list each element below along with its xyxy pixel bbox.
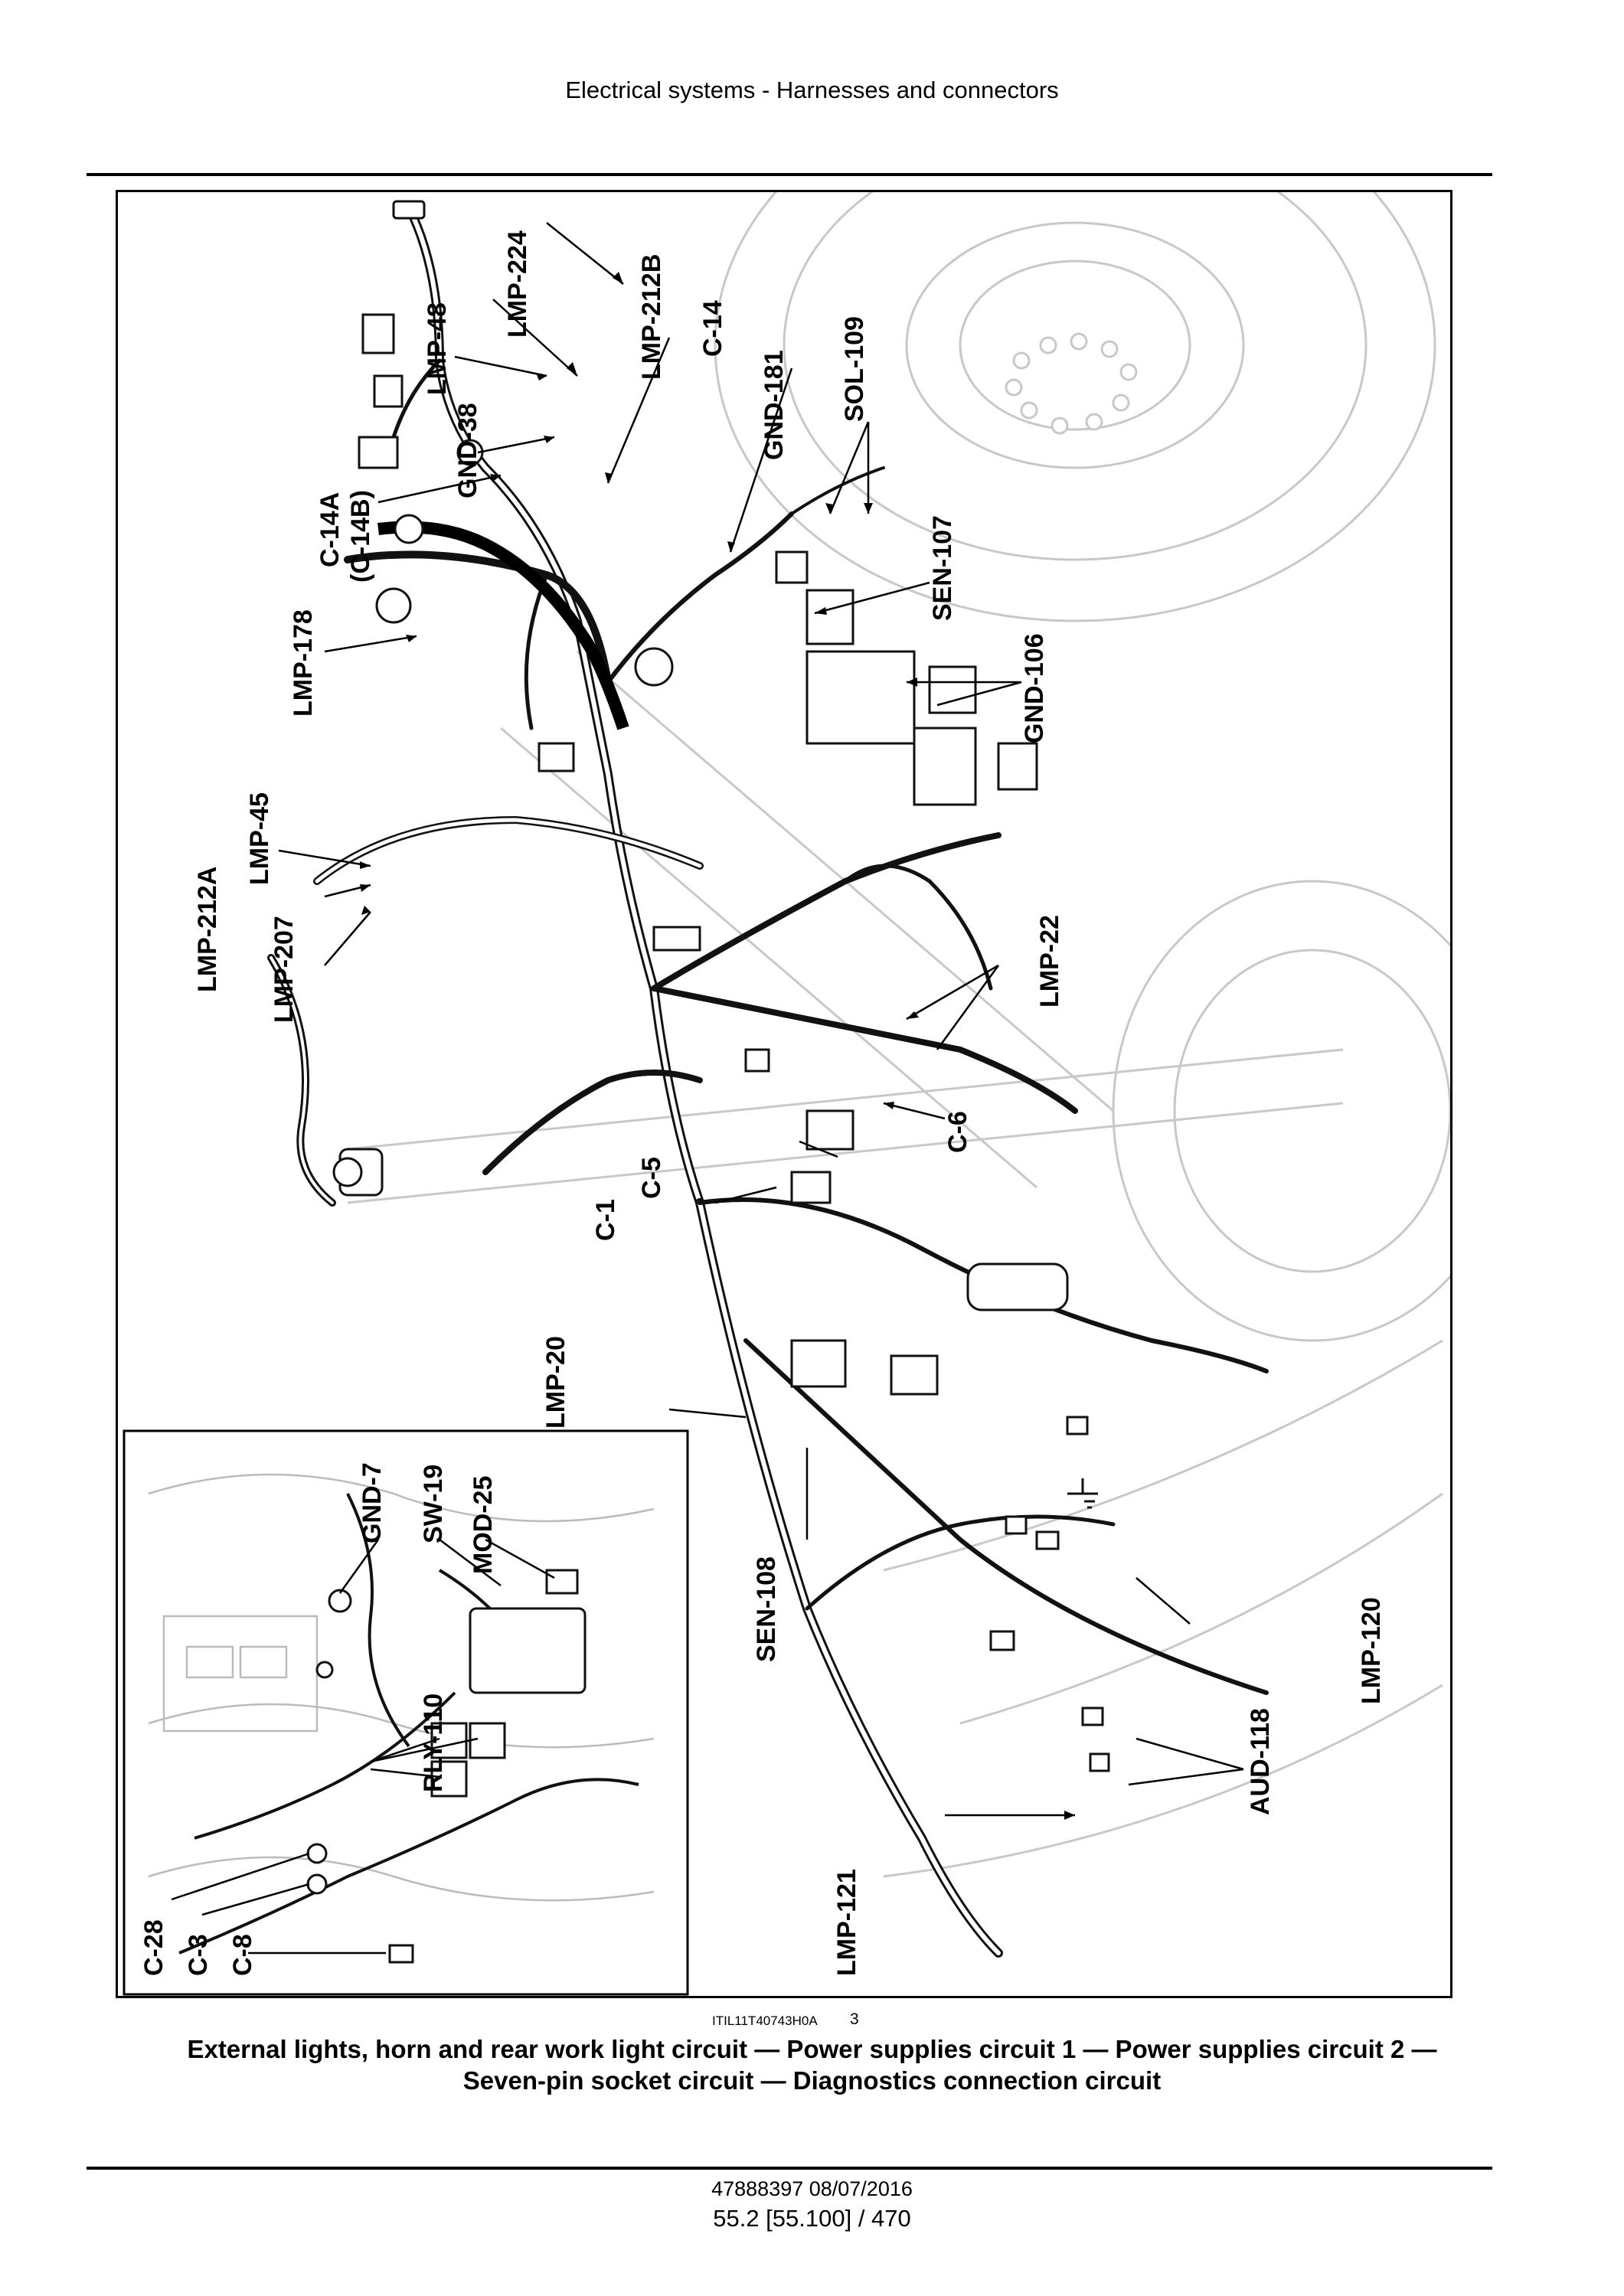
label-c-14b: (C-14B) [346,490,375,583]
leader-lines [278,222,1244,1817]
label-lmp-48: LMP-48 [423,302,452,395]
label-rly-110: RLY-110 [419,1693,448,1792]
label-lmp-207: LMP-207 [270,916,299,1023]
label-sol-109: SOL-109 [840,316,869,422]
label-lmp-178: LMP-178 [289,609,318,717]
label-lmp-45: LMP-45 [245,792,274,885]
harness-drawing [123,192,1450,1996]
label-lmp-212b: LMP-212B [637,253,666,380]
page-number: 55.2 [55.100] / 470 [713,2205,911,2232]
leader-arrowheads [360,272,1075,1820]
label-c-28: C-28 [139,1919,168,1976]
main-conduit [377,521,629,730]
footer-rule [87,2167,1492,2170]
label-aud-118: AUD-118 [1246,1708,1275,1815]
wiring-harness-illustration: LMP-224 LMP-212B LMP-48 C-14 GND-181 SOL… [116,190,1452,1998]
label-c-6: C-6 [943,1111,972,1153]
ground-symbol [1067,1478,1098,1509]
label-gnd-7: GND-7 [358,1462,387,1543]
label-sen-107: SEN-107 [928,515,957,621]
page-header-title: Electrical systems - Harnesses and conne… [565,77,1059,103]
caption-line-1: External lights, horn and rear work ligh… [187,2035,1437,2063]
document-reference: 47888397 08/07/2016 [711,2177,913,2200]
label-gnd-38: GND-38 [453,403,482,498]
label-lmp-212a: LMP-212A [193,866,222,992]
label-sw-19: SW-19 [419,1464,448,1543]
caption-line-2: Seven-pin socket circuit — Diagnostics c… [462,2066,1162,2095]
label-sen-108: SEN-108 [752,1556,781,1662]
figure-caption: External lights, horn and rear work ligh… [0,2033,1624,2096]
label-lmp-20: LMP-20 [541,1336,570,1429]
inset-panel [123,1429,689,1996]
label-lmp-120: LMP-120 [1357,1597,1386,1704]
label-mod-25: MOD-25 [469,1475,498,1574]
header-rule [87,173,1492,176]
label-gnd-181: GND-181 [760,350,789,460]
tyre-outlines [347,192,1450,1878]
label-lmp-121: LMP-121 [832,1869,861,1976]
label-c-8: C-8 [228,1934,257,1976]
wheel-hub-bolts [1005,332,1138,435]
figure-id: ITIL11T40743H0A [712,2013,818,2028]
grommets [332,439,674,1468]
label-c-1: C-1 [591,1199,620,1241]
connector-blocks [338,200,1110,1772]
label-c-14: C-14 [698,300,727,357]
label-c-14a: C-14A [315,492,345,567]
label-c-3: C-3 [184,1934,213,1976]
label-lmp-224: LMP-224 [503,230,532,338]
inset-leaders [171,1538,555,1955]
label-c-5: C-5 [637,1157,666,1199]
label-gnd-106: GND-106 [1020,633,1049,743]
figure-number: 3 [850,2010,859,2028]
label-lmp-22: LMP-22 [1035,915,1064,1008]
